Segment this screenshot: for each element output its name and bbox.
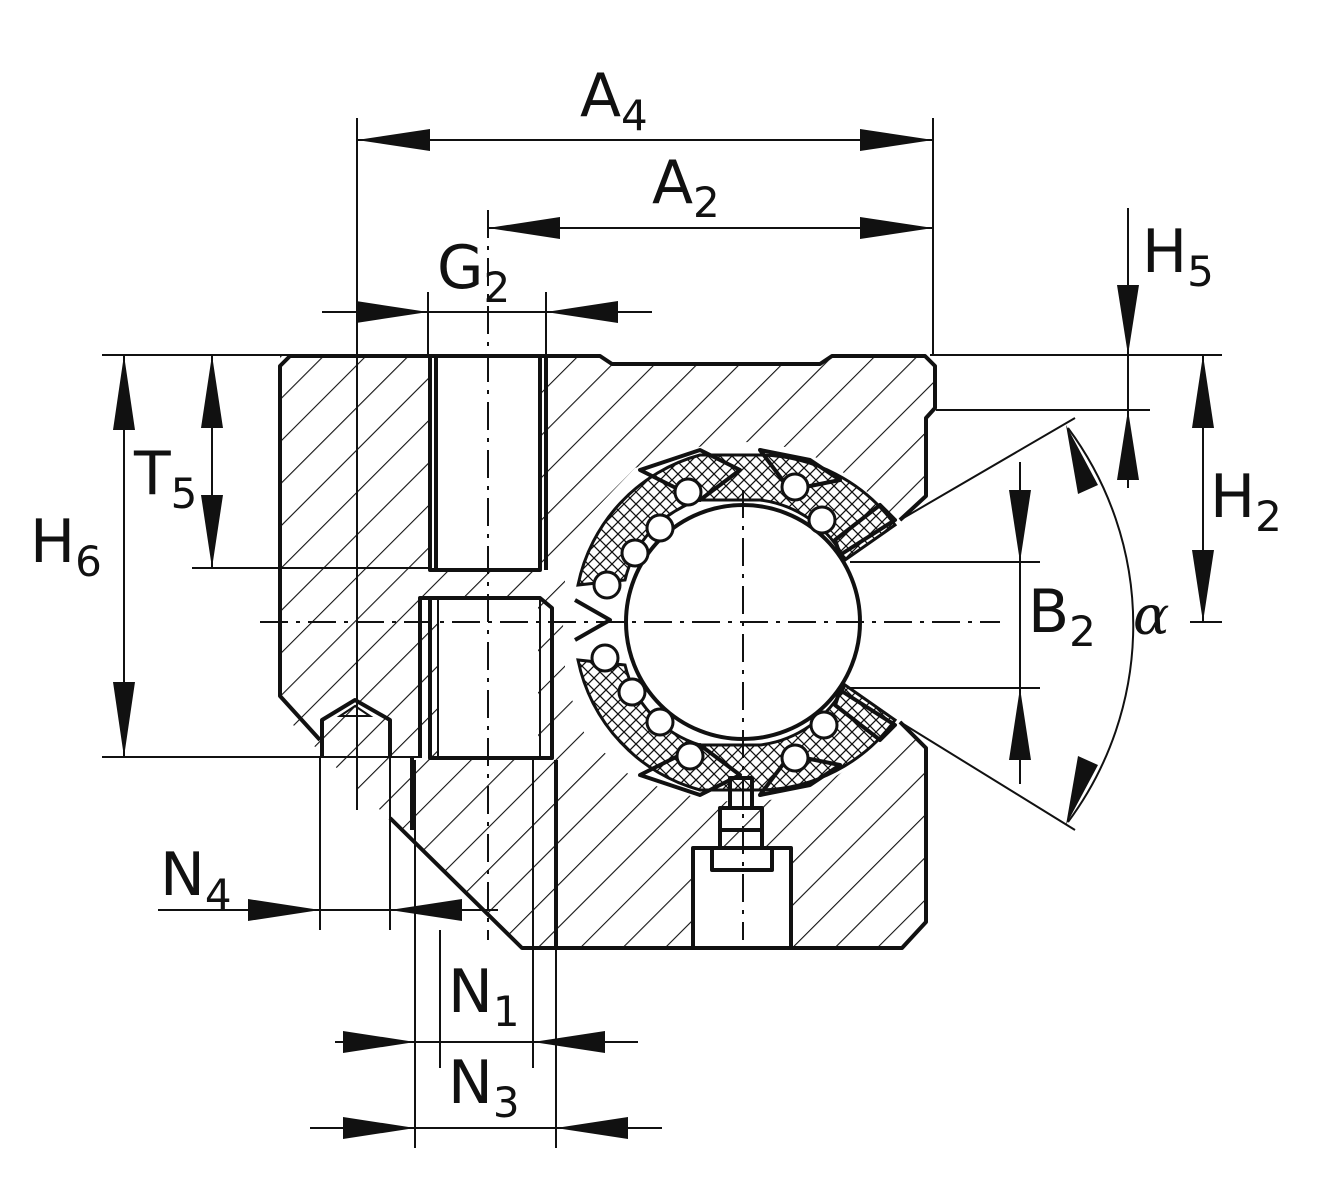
center-lines	[260, 210, 1000, 940]
ext-alpha-bottom	[899, 721, 1076, 831]
dowel-pin	[320, 698, 392, 758]
ext-alpha-top	[899, 417, 1076, 521]
dim-n4-arrows	[248, 899, 462, 921]
ball-1	[673, 477, 703, 507]
ball-11	[780, 743, 810, 773]
seal-lip-bottom	[833, 688, 897, 742]
raceway-bot-b	[758, 753, 842, 797]
housing-outline	[290, 354, 937, 522]
housing-outline-lower	[388, 720, 928, 950]
dim-alpha-arc	[1067, 427, 1135, 823]
dimension-lines	[102, 118, 1222, 1148]
bore-extension-lines	[410, 758, 558, 948]
ball-3	[620, 538, 650, 568]
dim-b2-arrows	[1009, 490, 1031, 760]
dim-t5-arrows	[201, 355, 223, 568]
label-g2: G2	[437, 233, 510, 312]
label-n3: N3	[448, 1048, 520, 1127]
housing-outline-left	[278, 354, 322, 742]
label-n1: N1	[448, 957, 520, 1036]
ball-4	[592, 570, 622, 600]
dim-g2-arrows	[356, 301, 618, 323]
ball-7	[590, 643, 620, 673]
ball-2	[645, 513, 675, 543]
dim-n1-arrows	[343, 1031, 605, 1053]
label-h2: H2	[1210, 462, 1282, 541]
label-n4: N4	[160, 840, 232, 919]
dim-h2-arrows	[1192, 355, 1214, 622]
ball-12	[809, 710, 839, 740]
ball-5	[780, 472, 810, 502]
label-h5: H5	[1142, 217, 1214, 296]
dimension-labels: A4 A2 G2 H5 H2 T5 H6 B2 α N4 N1 N3	[30, 61, 1282, 1127]
cage-upper	[576, 453, 898, 587]
label-b2: B2	[1028, 577, 1096, 656]
raceway-top-b	[758, 448, 842, 492]
seal-slot	[895, 460, 1000, 790]
ball-6	[807, 505, 837, 535]
counterbore-hole	[430, 356, 540, 570]
dim-n3-arrows	[343, 1117, 628, 1139]
label-h6: H6	[30, 507, 102, 586]
counterbore-outline	[428, 356, 542, 572]
seal-lip-top	[833, 503, 897, 557]
dowel-pin-tip	[336, 704, 374, 717]
dim-h5-arrows	[1117, 285, 1139, 480]
label-a2: A2	[652, 148, 720, 227]
raceway-left	[574, 598, 612, 642]
ball-8	[617, 677, 647, 707]
label-t5: T5	[133, 439, 197, 518]
threaded-bore-outline	[418, 596, 554, 760]
label-a4: A4	[580, 61, 648, 140]
ball-9	[645, 707, 675, 737]
grub-screw-shank	[718, 806, 764, 848]
label-alpha: α	[1133, 584, 1169, 647]
ball-10	[675, 741, 705, 771]
